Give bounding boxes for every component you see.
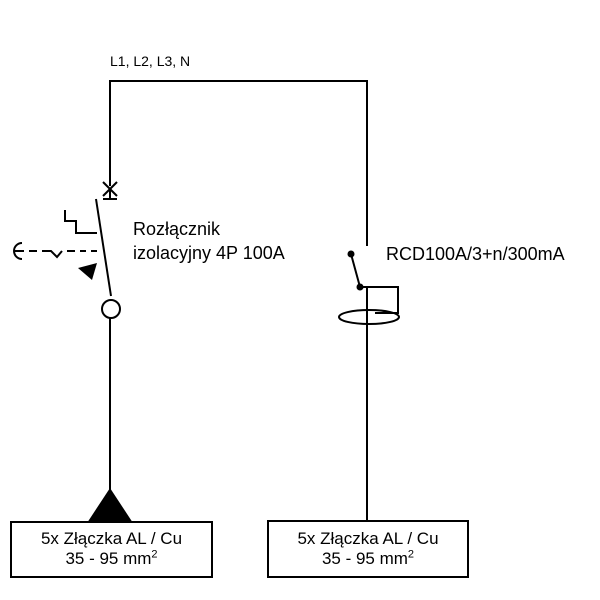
terminal-right-size: 35 - 95 mm bbox=[321, 549, 408, 568]
isolator-label-line2: izolacyjny 4P 100A bbox=[133, 243, 285, 263]
rcd-symbol bbox=[338, 253, 400, 520]
terminal-left-unit-exponent: 2 bbox=[151, 548, 158, 561]
terminal-box-right bbox=[267, 520, 469, 578]
terminal-right-line2: 35 - 95 mm2 bbox=[268, 549, 468, 569]
isolator-switch-symbol bbox=[13, 181, 121, 496]
terminal-box-left bbox=[10, 521, 213, 578]
terminal-left-text: 5x Złączka AL / Cu 35 - 95 mm2 bbox=[11, 529, 212, 569]
isolator-label-line1: Rozłącznik bbox=[133, 219, 221, 239]
terminal-left-size: 35 - 95 mm bbox=[65, 549, 152, 568]
terminal-left-line1: 5x Złączka AL / Cu bbox=[40, 529, 183, 548]
terminal-right-text: 5x Złączka AL / Cu 35 - 95 mm2 bbox=[268, 529, 468, 569]
supply-label: L1, L2, L3, N bbox=[110, 53, 190, 69]
rcd-contact-bottom-dot bbox=[356, 283, 364, 291]
release-arrow-icon bbox=[78, 263, 97, 280]
terminal-right-line1: 5x Złączka AL / Cu bbox=[297, 529, 439, 548]
rcd-contact-top-dot bbox=[347, 250, 355, 258]
terminal-left-line2: 35 - 95 mm2 bbox=[11, 549, 212, 569]
terminal-arrow-left-icon bbox=[87, 488, 133, 523]
terminal-right-unit-exponent: 2 bbox=[407, 548, 415, 561]
rcd-label: RCD100A/3+n/300mA bbox=[386, 244, 565, 264]
supply-bus bbox=[109, 80, 368, 246]
